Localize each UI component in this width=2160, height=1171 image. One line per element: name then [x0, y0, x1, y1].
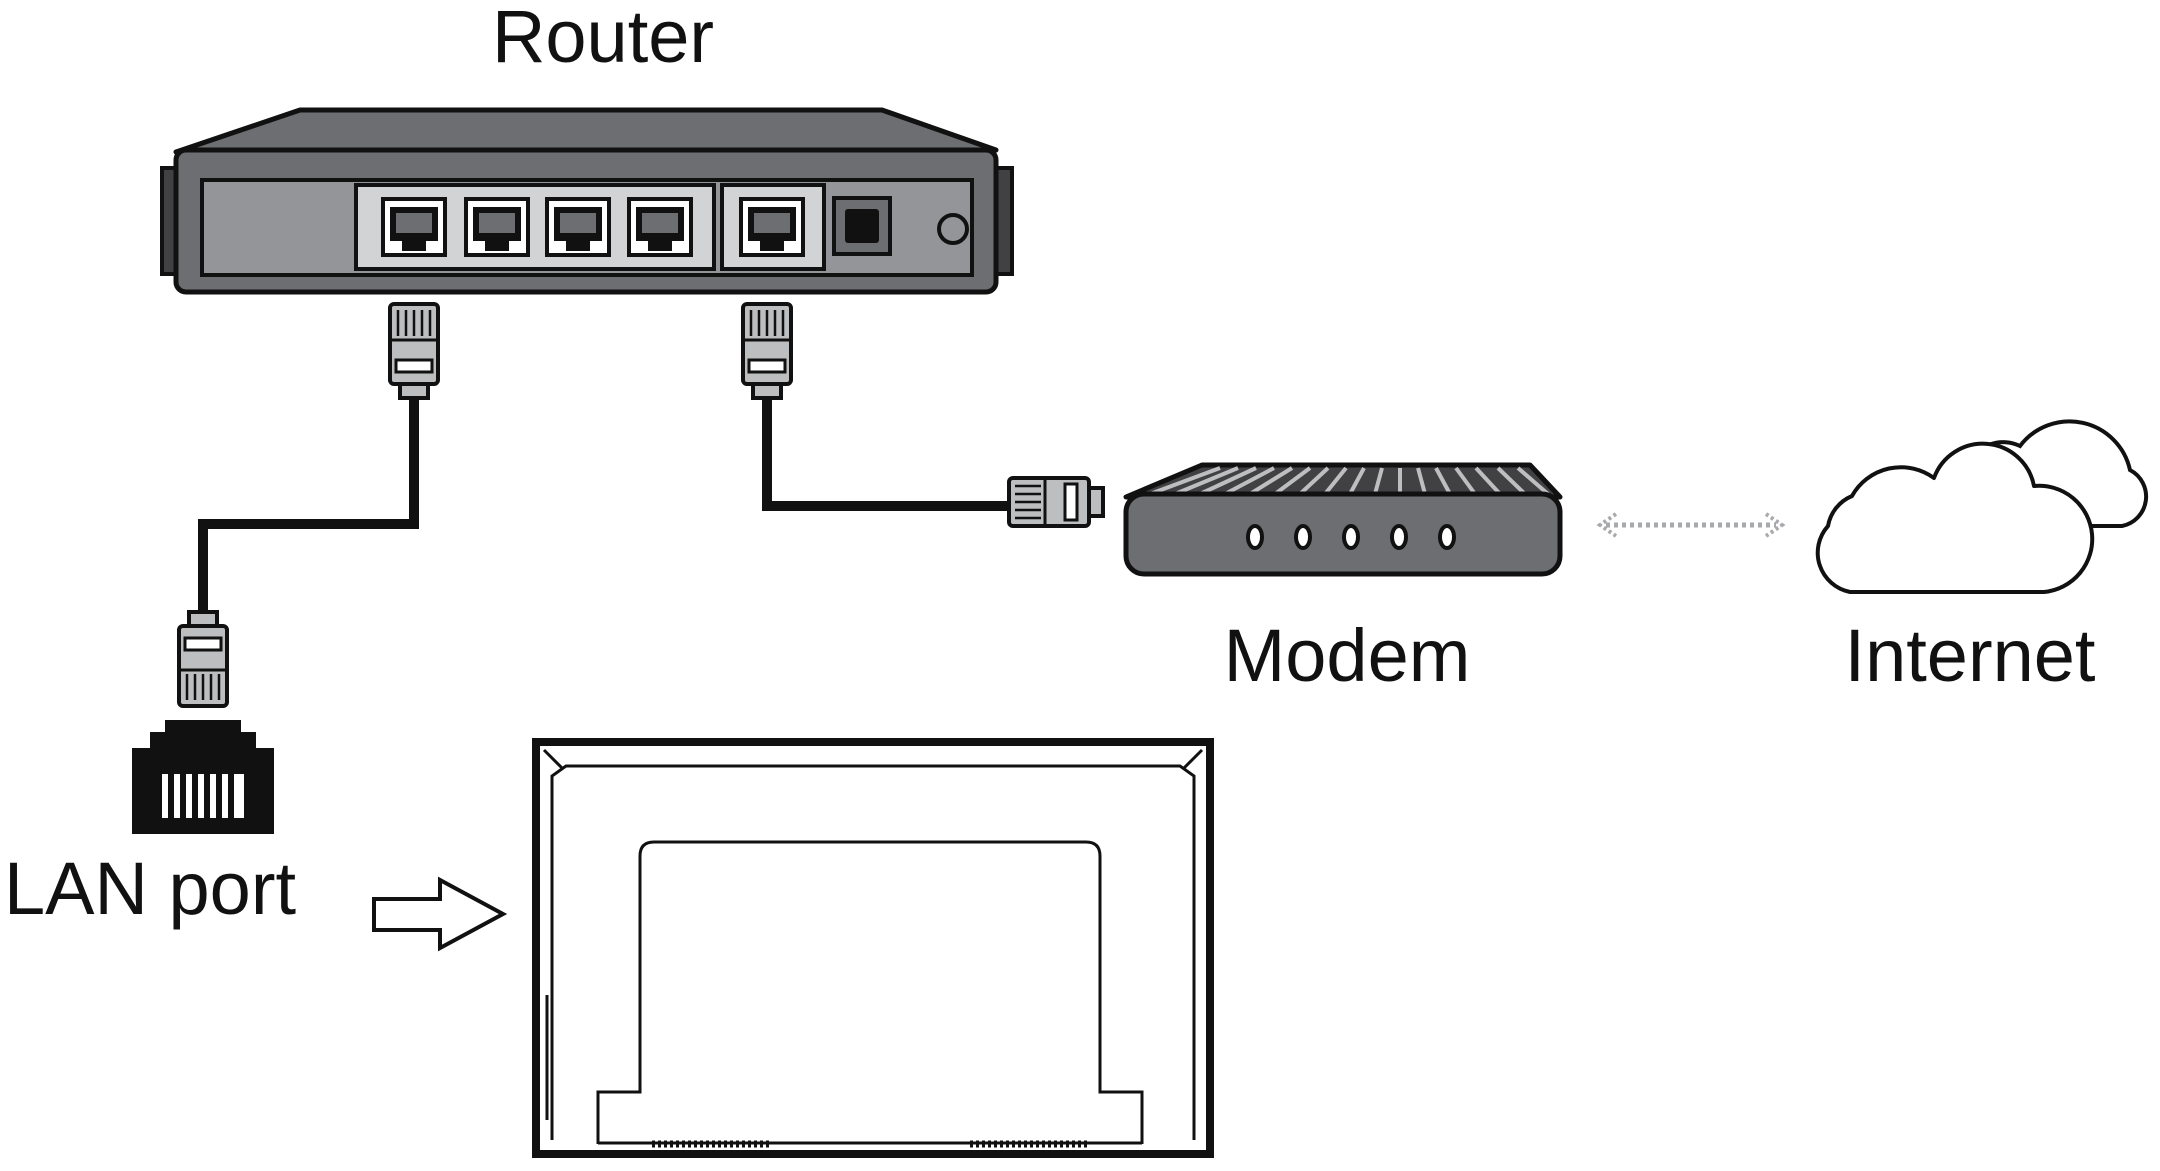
lan-port-plug-icon: [177, 610, 229, 708]
internet-label: Internet: [1845, 614, 2096, 697]
lan-port-label: LAN port: [4, 847, 296, 930]
arrow-right-icon: [372, 876, 508, 952]
modem-label: Modem: [1224, 614, 1471, 697]
router-lan-port-3-icon: [545, 197, 611, 257]
router-icon: [160, 107, 1014, 295]
router-lan-plug-icon: [388, 302, 440, 400]
cloud-icon: [1815, 419, 2149, 594]
router-lan-port-1-icon: [381, 197, 447, 257]
modem-icon: [1123, 462, 1563, 577]
tv-back-icon: [532, 738, 1214, 1158]
router-lan-port-4-icon: [627, 197, 693, 257]
wan-cable: [762, 390, 1012, 511]
internet-link: [1596, 512, 1786, 538]
lan-cable: [198, 390, 419, 616]
modem-plug-icon: [1007, 476, 1105, 528]
router-lan-port-2-icon: [464, 197, 530, 257]
router-wan-plug-icon: [741, 302, 793, 400]
ethernet-port-icon: [132, 720, 274, 834]
router-wan-port-icon: [739, 197, 805, 257]
router-label: Router: [492, 0, 714, 78]
